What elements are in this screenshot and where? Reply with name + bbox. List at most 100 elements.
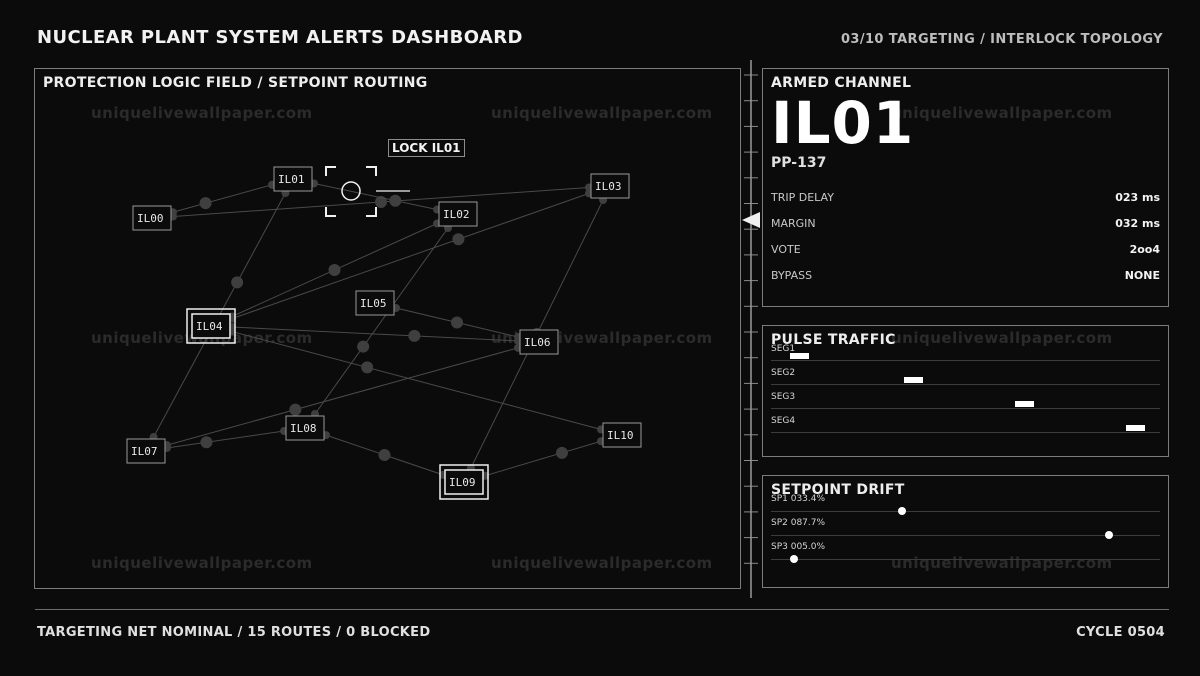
setpoint-label: SP1 033.4%: [771, 494, 826, 504]
node-label: IL01: [278, 173, 305, 186]
route-pulse-dot: [200, 436, 213, 449]
route-pulse-dot: [389, 194, 402, 207]
route-line: [304, 213, 459, 429]
watermark: uniquelivewallpaper.com: [891, 554, 1113, 572]
view-context: 03/10 TARGETING / INTERLOCK TOPOLOGY: [840, 32, 1163, 47]
segment-pulse-marker: [1015, 401, 1035, 407]
interlock-node-il10[interactable]: IL10: [602, 422, 642, 448]
node-box: [191, 313, 231, 339]
pulse-traffic-title: PULSE TRAFFIC: [771, 332, 896, 348]
node-box: [602, 422, 642, 448]
route-line: [292, 178, 459, 215]
vote-label: VOTE: [771, 243, 801, 256]
route-pulse-dot: [328, 264, 341, 276]
route-pulse-dot: [375, 196, 387, 208]
field-panel-title: PROTECTION LOGIC FIELD / SETPOINT ROUTIN…: [43, 75, 428, 91]
node-label: IL08: [290, 422, 317, 435]
watermark: uniquelivewallpaper.com: [891, 329, 1113, 347]
setpoint-track: [771, 559, 1160, 560]
segment-track: [771, 432, 1160, 433]
node-label: IL06: [524, 336, 551, 349]
route-line: [463, 434, 623, 483]
setpoint-drift-title: SETPOINT DRIFT: [771, 482, 905, 498]
setpoint-drift-marker: [1105, 531, 1114, 539]
node-label: IL03: [595, 180, 622, 193]
watermark: uniquelivewallpaper.com: [91, 554, 313, 572]
route-pulse-dot: [289, 403, 302, 416]
route-pulse-dot: [199, 197, 212, 210]
interlock-node-il02[interactable]: IL02: [438, 201, 478, 227]
route-pulse-dot: [452, 233, 465, 246]
ruler-pointer-icon: [742, 212, 760, 228]
segment-track: [771, 360, 1160, 361]
segment-pulse-marker: [904, 377, 924, 383]
interlock-node-il08[interactable]: IL08: [285, 415, 325, 441]
trip-delay-value: 023 ms: [1115, 191, 1160, 204]
bypass-value: NONE: [1124, 269, 1160, 282]
watermark: uniquelivewallpaper.com: [491, 104, 713, 122]
setpoint-track: [771, 511, 1160, 512]
trip-delay-label: TRIP DELAY: [771, 191, 834, 204]
target-reticle-icon: [325, 166, 410, 217]
interlock-node-il03[interactable]: IL03: [590, 173, 630, 199]
route-pulse-dot: [555, 446, 568, 459]
route-pulse-dot: [357, 340, 370, 353]
segment-pulse-marker: [1126, 425, 1146, 431]
segment-track: [771, 408, 1160, 409]
route-line: [210, 325, 623, 436]
interlock-node-il00[interactable]: IL00: [132, 205, 172, 231]
segment-track: [771, 384, 1160, 385]
setpoint-drift-marker: [790, 555, 799, 563]
route-pulse-dot: [231, 276, 244, 289]
setpoint-label: SP2 087.7%: [771, 518, 826, 528]
segment-label: SEG2: [771, 368, 796, 378]
node-label: IL10: [607, 429, 634, 442]
interlock-node-il09[interactable]: IL09: [439, 464, 489, 500]
lock-target-label: LOCK IL01: [388, 139, 465, 157]
armed-channel-id: IL01: [771, 89, 915, 157]
route-line: [145, 427, 306, 452]
segment-label: SEG4: [771, 416, 796, 426]
footer-divider: [35, 609, 1169, 610]
route-line: [210, 325, 540, 343]
segment-label: SEG3: [771, 392, 796, 402]
interlock-node-il05[interactable]: IL05: [355, 290, 395, 316]
interlock-node-il01[interactable]: IL01: [273, 166, 313, 192]
node-box: [444, 469, 484, 495]
setpoint-label: SP3 005.0%: [771, 542, 826, 552]
route-line: [145, 341, 540, 452]
node-label: IL00: [137, 212, 164, 225]
node-box: [355, 290, 395, 316]
route-pulse-dot: [451, 316, 463, 329]
interlock-node-il06[interactable]: IL06: [519, 329, 559, 355]
node-label: IL04: [196, 320, 223, 333]
route-line: [210, 185, 611, 327]
margin-label: MARGIN: [771, 217, 816, 230]
segment-pulse-marker: [789, 353, 809, 359]
interlock-node-il07[interactable]: IL07: [126, 438, 166, 464]
route-pulse-dot: [408, 329, 421, 342]
network-status: TARGETING NET NOMINAL / 15 ROUTES / 0 BL…: [37, 625, 431, 640]
interlock-node-il04[interactable]: IL04: [186, 308, 236, 344]
node-label: IL09: [449, 476, 476, 489]
armed-channel-code: PP-137: [771, 155, 827, 171]
node-box: [285, 415, 325, 441]
node-box: [438, 201, 478, 227]
node-label: IL02: [443, 208, 470, 221]
watermark: uniquelivewallpaper.com: [91, 104, 313, 122]
route-pulse-dot: [361, 361, 374, 374]
vote-value: 2oo4: [1129, 243, 1160, 256]
page-title: NUCLEAR PLANT SYSTEM ALERTS DASHBOARD: [37, 27, 523, 48]
protection-logic-field-panel: PROTECTION LOGIC FIELD / SETPOINT ROUTIN…: [34, 68, 741, 589]
watermark: uniquelivewallpaper.com: [891, 104, 1113, 122]
setpoint-drift-marker: [898, 507, 907, 515]
setpoint-track: [771, 535, 1160, 536]
node-box: [273, 166, 313, 192]
margin-value: 032 ms: [1115, 217, 1160, 230]
node-label: IL07: [131, 445, 158, 458]
node-box: [132, 205, 172, 231]
node-box: [590, 173, 630, 199]
